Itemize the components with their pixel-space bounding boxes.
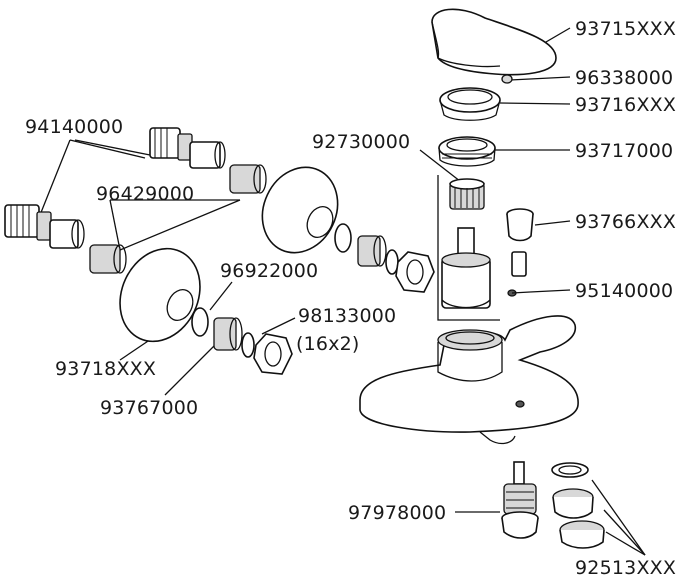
leader-lines xyxy=(39,27,646,556)
label-93767000: 93767000 xyxy=(100,397,198,419)
aerator-housing xyxy=(559,520,605,549)
label-93716xxx: 93716XXX xyxy=(575,94,676,116)
splined-adapter xyxy=(449,178,485,210)
label-92730000: 92730000 xyxy=(312,131,410,153)
washer-lower xyxy=(241,332,255,358)
thermostatic-cartridge xyxy=(437,175,500,321)
s-union-lower xyxy=(4,204,85,249)
check-valve-lower xyxy=(89,244,127,274)
label-97978000: 97978000 xyxy=(348,502,446,524)
s-union-upper xyxy=(149,127,226,169)
cap-ring xyxy=(439,87,501,121)
label-93766xxx: 93766XXX xyxy=(575,211,676,233)
spindle-pin xyxy=(511,251,527,277)
label-96922000: 96922000 xyxy=(220,260,318,282)
cover-sleeve xyxy=(506,208,534,242)
grub-screw xyxy=(501,74,513,84)
eccentric-lower xyxy=(213,317,243,351)
eccentric-upper xyxy=(357,235,387,267)
label-94140000: 94140000 xyxy=(25,116,123,138)
label-16x2: (16x2) xyxy=(296,333,360,355)
label-92513xxx: 92513XXX xyxy=(575,557,676,579)
escutcheon-upper xyxy=(261,166,339,254)
handle-lever xyxy=(431,8,557,76)
mixer-body xyxy=(359,315,579,445)
escutcheon-lower xyxy=(119,247,201,343)
seal-upper xyxy=(334,223,352,253)
aerator-insert xyxy=(552,488,594,519)
small-screw xyxy=(507,289,531,297)
seal-lower xyxy=(191,307,209,337)
label-93715xxx: 93715XXX xyxy=(575,18,676,40)
diverter-cartridge xyxy=(501,461,539,539)
check-valve-upper xyxy=(229,164,267,194)
nut-upper xyxy=(395,251,435,293)
label-98133000: 98133000 xyxy=(298,305,396,327)
label-93717000: 93717000 xyxy=(575,140,673,162)
threaded-nut xyxy=(438,136,496,167)
label-96429000: 96429000 xyxy=(96,183,194,205)
label-96338000: 96338000 xyxy=(575,67,673,89)
label-95140000: 95140000 xyxy=(575,280,673,302)
aerator-washer xyxy=(551,462,589,478)
label-93718xxx: 93718XXX xyxy=(55,358,156,380)
nut-lower xyxy=(253,333,293,375)
